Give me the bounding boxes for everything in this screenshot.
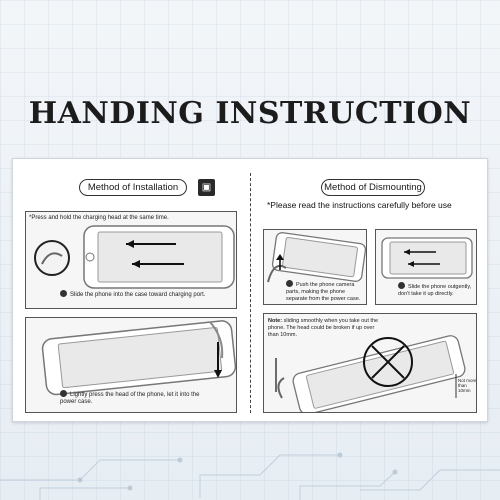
installation-step1-panel: *Press and hold the charging head at the… (25, 211, 237, 309)
phone-push-illustration (267, 232, 366, 283)
dismounting-step1-caption: Push the phone camera parts, making the … (286, 280, 361, 302)
circuit-decoration (0, 452, 500, 500)
manual-book-icon: ▣ (198, 179, 215, 196)
dismounting-step2-caption: Slide the phone outgently, don't take it… (398, 282, 472, 297)
installation-step1-note: *Press and hold the charging head at the… (29, 215, 169, 221)
section-divider (250, 173, 251, 413)
dismounting-step1-panel: Push the phone camera parts, making the … (263, 229, 367, 305)
installation-step2-panel: Lightly press the head of the phone, let… (25, 317, 237, 413)
dismounting-note-panel: Note: sliding smoothly when you take out… (263, 313, 477, 413)
step-bullet-icon (60, 290, 67, 297)
dismounting-warning: *Please read the instructions carefully … (267, 200, 452, 210)
phone-tilt-warning-illustration (275, 335, 466, 412)
phone-slide-illustration (34, 225, 235, 289)
phone-press-illustration (41, 320, 236, 396)
step-bullet-icon (398, 282, 405, 289)
instruction-card: Method of Installation ▣ *Press and hold… (12, 158, 488, 422)
installation-heading: Method of Installation (79, 179, 187, 196)
dismounting-step2-panel: Slide the phone outgently, don't take it… (375, 229, 477, 305)
dismounting-note: Note: sliding smoothly when you take out… (268, 318, 379, 338)
installation-step3-caption: Lightly press the head of the phone, let… (60, 390, 200, 405)
step-bullet-icon (60, 390, 67, 397)
installation-step2-caption: Slide the phone into the case toward cha… (60, 290, 210, 299)
phone-slide-out-illustration (381, 237, 473, 279)
step-bullet-icon (286, 280, 293, 287)
page-title: HANDING INSTRUCTION (28, 96, 472, 131)
dismounting-heading: Method of Dismounting (321, 179, 425, 196)
dismounting-limit-label: Not more than 10mm (458, 378, 477, 393)
